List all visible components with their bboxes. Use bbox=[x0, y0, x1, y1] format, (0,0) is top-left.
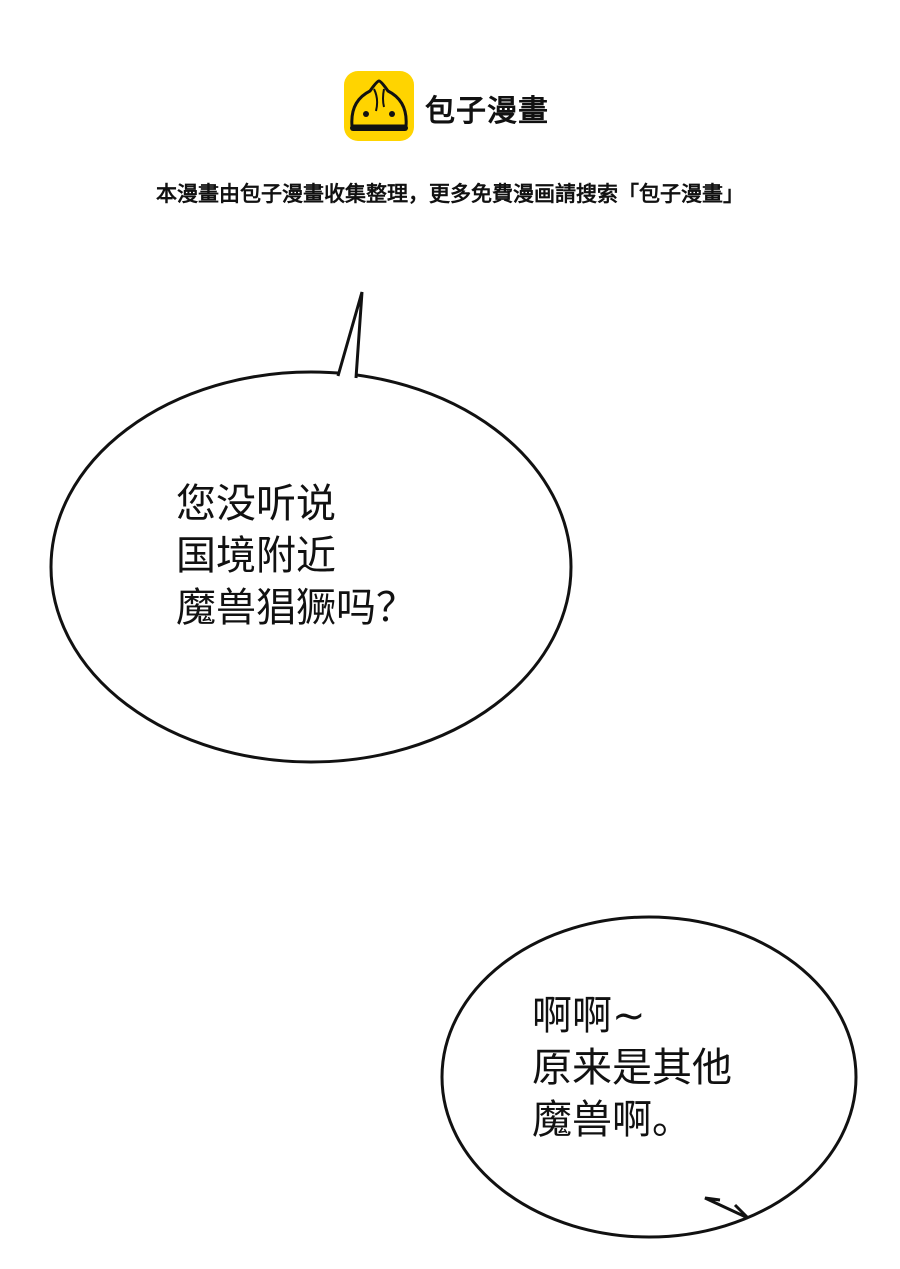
baozi-logo-icon bbox=[344, 71, 414, 141]
brand-name: 包子漫畫 bbox=[425, 94, 549, 129]
bubble-2-text: 啊啊~ 原来是其他 魔兽啊。 bbox=[532, 990, 732, 1146]
bubble-line: 国境附近 bbox=[176, 533, 336, 579]
bubble-line: 您没听说 bbox=[176, 481, 336, 527]
bubble-1-text: 您没听说 国境附近 魔兽猖獗吗？ bbox=[176, 478, 416, 634]
speech-bubble-1 bbox=[49, 291, 573, 764]
bubble-line: 魔兽啊。 bbox=[532, 1097, 692, 1143]
source-notice: 本漫畫由包子漫畫收集整理，更多免費漫画請搜索「包子漫畫」 bbox=[156, 182, 744, 206]
bubble-line: 啊啊~ bbox=[532, 993, 646, 1039]
bubble-line: 魔兽猖獗吗？ bbox=[176, 585, 416, 631]
bubble-line: 原来是其他 bbox=[532, 1045, 732, 1091]
speech-bubble-2 bbox=[440, 915, 858, 1239]
